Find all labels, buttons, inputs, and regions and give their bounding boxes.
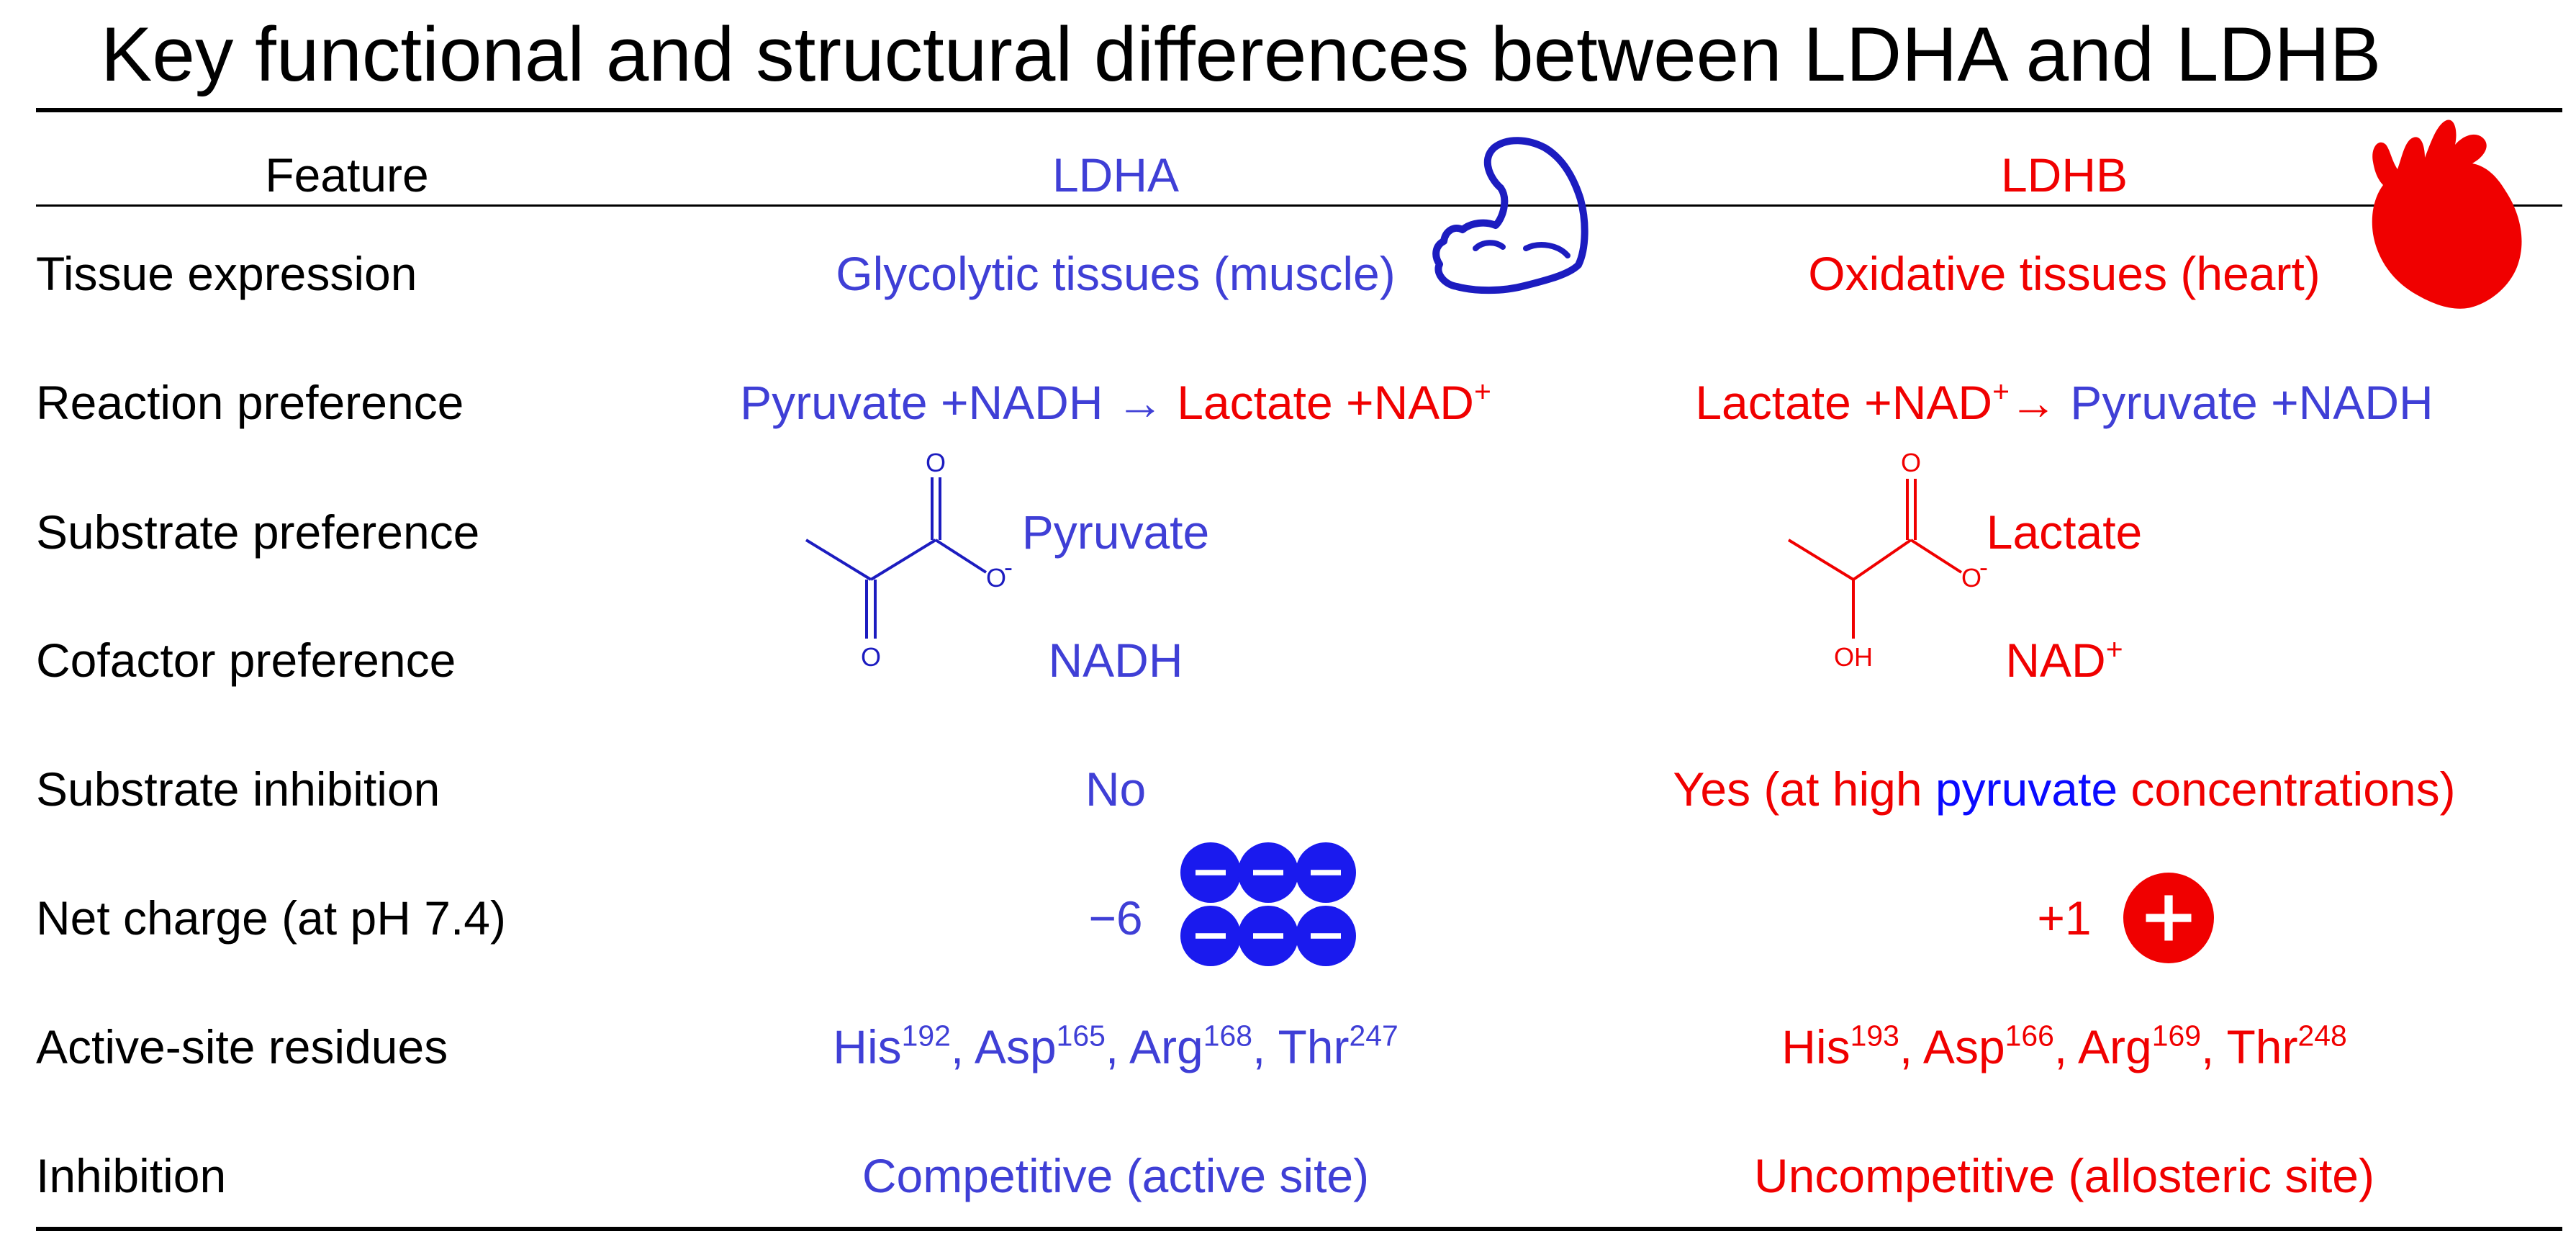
negative-charge [1238,906,1298,966]
residue-separator: , [950,1020,975,1073]
ldhb-inhibition: Uncompetitive (allosteric site) [1754,1149,2374,1202]
residue-number: 192 [901,1019,951,1053]
ldhb-cofactor-preference: NAD+ [2005,634,2123,687]
pyruvate-charge: - [1004,552,1013,582]
lactate-oh: OH [1834,642,1873,672]
ldhb-substrate-inhibition-pyruvate: pyruvate [1935,762,2118,816]
ldha-substrate-inhibition: No [1085,762,1147,816]
header-feature: Feature [265,148,429,202]
residue-number: 193 [1850,1019,1899,1053]
ldhb-substrate-inhibition-tail: concentrations) [2118,762,2456,816]
top-rule [36,108,2562,112]
ldha-inhibition: Competitive (active site) [862,1149,1370,1202]
ldhb-substrate-preference: Lactate [1986,505,2143,559]
residue-name: Asp [974,1020,1057,1073]
ldhb-reaction-preference: Lactate +NAD+→ Pyruvate +NADH [1695,376,2433,429]
ldhb-cofactor-name: NAD [2005,634,2106,687]
residue-separator: , [2200,1020,2227,1073]
negative-charge [1296,906,1356,966]
ldhb-net-charge: +1 [2037,891,2092,945]
page-title: Key functional and structural difference… [101,11,2382,97]
lactate-o-minus: O [1961,563,1981,593]
ldhb-active-site-residues: His193, Asp166, Arg169, Thr248 [1781,1020,2346,1073]
negative-charge [1296,842,1356,903]
ldha-reaction-products-charge: + [1473,374,1491,408]
residue-name: Asp [1922,1020,2005,1073]
negative-charges-icon [1180,842,1356,966]
residue-name: Thr [1278,1020,1350,1073]
ldhb-substrate-inhibition: Yes (at high pyruvate concentrations) [1673,765,2455,813]
residue-number: 247 [1349,1019,1398,1053]
residue-number: 165 [1056,1019,1106,1053]
residue-separator: , [1899,1020,1923,1073]
residue-number: 166 [2005,1019,2054,1053]
negative-charge [1180,906,1241,966]
bottom-rule [36,1227,2562,1231]
ldhb-reaction-substrates: Lactate +NAD [1695,376,1993,429]
negative-charge [1180,842,1241,903]
ldha-reaction-products: Lactate +NAD [1177,376,1474,429]
pyruvate-o-top: O [926,448,946,477]
negative-charge [1238,842,1298,903]
ldha-cofactor-preference: NADH [1048,634,1183,687]
feature-active-site-residues: Active-site residues [36,1020,448,1073]
residue-number: 169 [2151,1019,2201,1053]
ldha-reaction-substrates: Pyruvate +NADH [740,376,1103,429]
residue-number: 248 [2297,1019,2347,1053]
ldhb-cofactor-charge: + [2105,632,2123,666]
ldha-tissue-expression: Glycolytic tissues (muscle) [836,247,1396,300]
header-ldha: LDHA [1052,148,1180,202]
feature-cofactor-preference: Cofactor preference [36,634,456,687]
lactate-charge: - [1979,552,1988,582]
residue-separator: , [1105,1020,1129,1073]
pyruvate-o-minus: O [986,563,1006,593]
residue-separator: , [1252,1020,1278,1073]
pyruvate-structure: O O - O [805,448,1013,672]
residue-name: Arg [1129,1020,1203,1073]
ldhb-reaction-products: Pyruvate +NADH [2070,376,2433,429]
header-rule [36,204,2562,207]
ldha-net-charge: −6 [1088,891,1143,945]
ldha-active-site-residues: His192, Asp165, Arg168, Thr247 [833,1020,1398,1073]
residue-name: His [833,1020,902,1073]
feature-net-charge: Net charge (at pH 7.4) [36,891,506,945]
ldhb-reaction-arrow: → [2009,376,2071,429]
ldha-reaction-preference: Pyruvate +NADH → Lactate +NAD+ [740,376,1491,429]
anatomical-heart-icon [2372,120,2522,309]
feature-inhibition: Inhibition [36,1149,227,1202]
flexed-arm-muscle-icon [1432,137,1588,294]
residue-name: Thr [2226,1020,2298,1073]
positive-charge-icon [2123,873,2214,963]
lactate-structure: O O - OH [1787,448,1988,672]
feature-reaction-preference: Reaction preference [36,376,464,429]
residue-name: Arg [2077,1020,2152,1073]
pyruvate-o-bottom: O [861,642,881,672]
ldha-reaction-arrow: → [1103,376,1178,429]
residue-separator: , [2053,1020,2078,1073]
ldha-substrate-preference: Pyruvate [1021,505,1210,559]
feature-substrate-inhibition: Substrate inhibition [36,762,440,816]
residue-name: His [1781,1020,1850,1073]
header-ldhb: LDHB [2000,148,2128,202]
ldhb-reaction-substrates-charge: + [1992,374,2010,408]
ldhb-substrate-inhibition-yes: Yes (at high [1673,762,1935,816]
positive-charge [2123,873,2214,963]
feature-tissue-expression: Tissue expression [36,247,417,300]
residue-number: 168 [1203,1019,1252,1053]
lactate-o-top: O [1901,448,1921,477]
feature-substrate-preference: Substrate preference [36,505,480,559]
ldhb-tissue-expression: Oxidative tissues (heart) [1808,247,2320,300]
